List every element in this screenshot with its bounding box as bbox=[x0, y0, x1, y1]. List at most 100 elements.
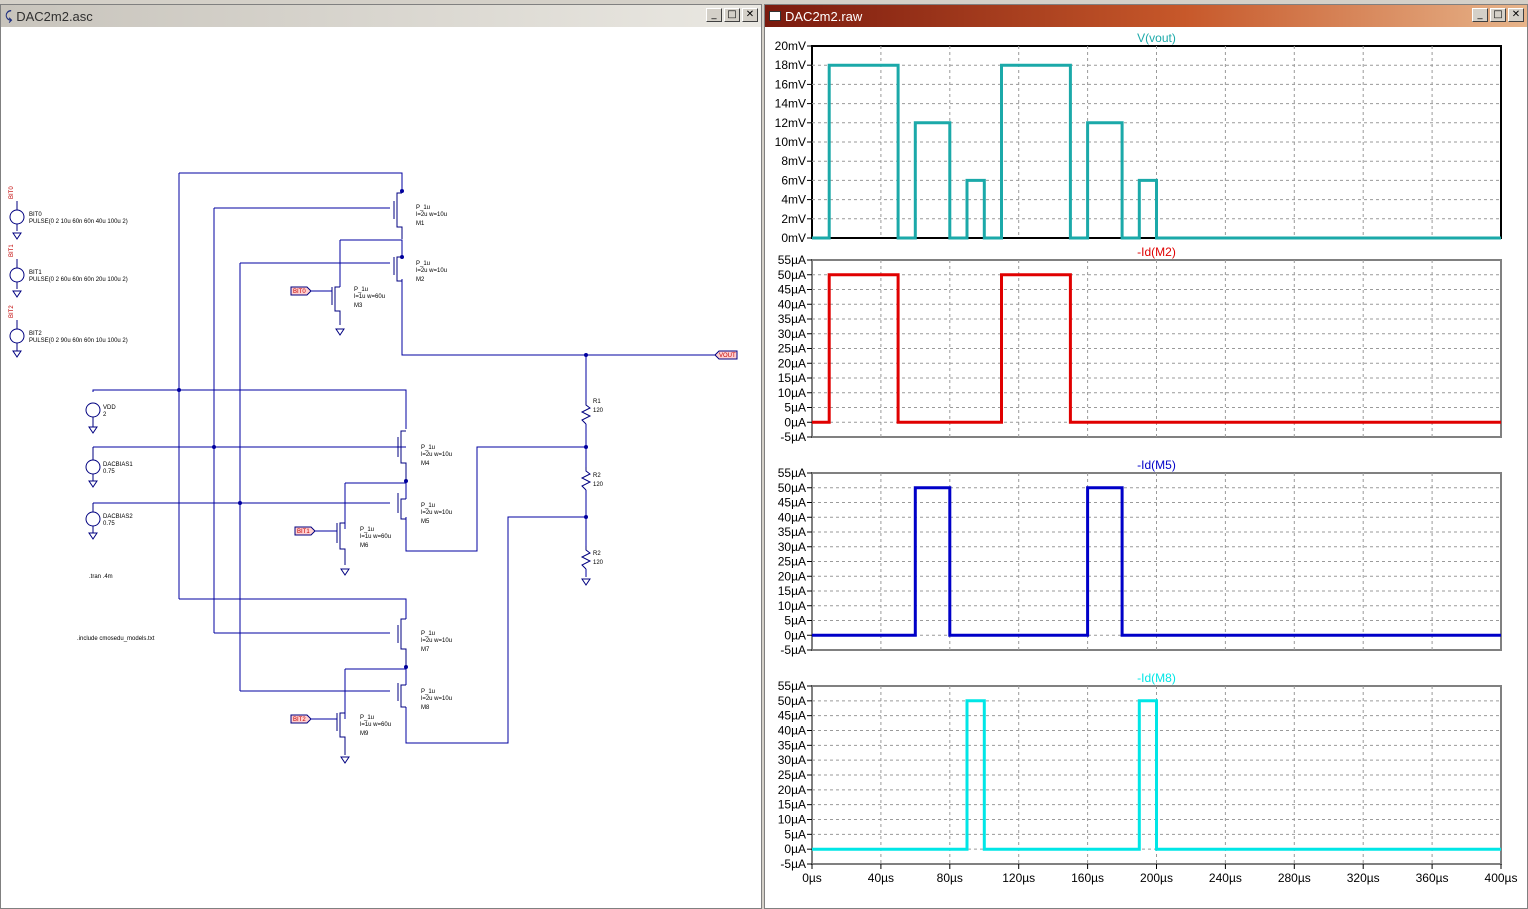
svg-text:R2: R2 bbox=[593, 551, 601, 557]
source-dacbias2[interactable]: DACBIAS2 0.75 bbox=[85, 503, 133, 533]
close-button[interactable]: ✕ bbox=[742, 8, 758, 22]
schematic-titlebar[interactable]: ⤹ DAC2m2.asc _ □ ✕ bbox=[1, 5, 761, 27]
y-tick-label: 2mV bbox=[781, 212, 806, 226]
svg-text:M5: M5 bbox=[421, 519, 430, 525]
waveform-app-icon bbox=[769, 11, 781, 21]
svg-text:l=2u w=10u: l=2u w=10u bbox=[416, 268, 447, 274]
svg-text:M9: M9 bbox=[360, 731, 369, 737]
y-tick-label: 40µA bbox=[778, 510, 806, 524]
svg-text:M8: M8 bbox=[421, 705, 430, 711]
y-tick-label: 50µA bbox=[778, 694, 806, 708]
plot-pane-4[interactable]: 55µA50µA45µA40µA35µA30µA25µA20µA15µA10µA… bbox=[778, 671, 1502, 871]
y-tick-label: 45µA bbox=[778, 496, 806, 510]
svg-text:120: 120 bbox=[593, 560, 604, 566]
y-tick-label: 25µA bbox=[778, 555, 806, 569]
y-tick-label: 50µA bbox=[778, 481, 806, 495]
svg-text:l=2u w=10u: l=2u w=10u bbox=[416, 212, 447, 218]
spice-directive-include[interactable]: .include cmosedu_models.txt bbox=[77, 636, 155, 642]
svg-text:M6: M6 bbox=[360, 543, 369, 549]
source-bit1[interactable]: BIT1 BIT1 PULSE(0 2 60u 60n 60n 20u 100u… bbox=[9, 244, 128, 289]
waveform-titlebar[interactable]: DAC2m2.raw _ □ ✕ bbox=[765, 5, 1527, 27]
net-label-bit1: BIT1 bbox=[9, 244, 15, 257]
y-tick-label: 30µA bbox=[778, 327, 806, 341]
gate-label-bit1[interactable]: BIT1 bbox=[294, 526, 337, 536]
y-tick-label: 5µA bbox=[784, 401, 806, 415]
y-tick-label: 10µA bbox=[778, 813, 806, 827]
ltspice-app-icon: ⤹ bbox=[5, 8, 13, 23]
svg-text:M7: M7 bbox=[421, 647, 430, 653]
y-tick-label: -5µA bbox=[780, 430, 806, 444]
svg-text:120: 120 bbox=[593, 482, 604, 488]
y-tick-label: 16mV bbox=[775, 77, 806, 91]
plot-title: V(vout) bbox=[1137, 31, 1176, 45]
waveform-title: DAC2m2.raw bbox=[785, 8, 863, 24]
trace-line bbox=[812, 486, 1501, 637]
wire-junctions bbox=[177, 189, 588, 669]
y-tick-label: 35µA bbox=[778, 738, 806, 752]
y-tick-label: 20µA bbox=[778, 783, 806, 797]
plot-title: -Id(M8) bbox=[1137, 671, 1176, 685]
svg-text:P_1u: P_1u bbox=[416, 205, 430, 211]
schematic-window[interactable]: ⤹ DAC2m2.asc _ □ ✕ bbox=[0, 4, 762, 909]
svg-text:l=2u w=10u: l=2u w=10u bbox=[421, 638, 452, 644]
svg-text:M3: M3 bbox=[354, 303, 363, 309]
svg-text:BIT2: BIT2 bbox=[293, 717, 306, 723]
y-tick-label: 30µA bbox=[778, 753, 806, 767]
y-tick-label: 0µA bbox=[784, 415, 806, 429]
gate-label-bit0[interactable]: BIT0 bbox=[290, 286, 332, 296]
resistor-symbols bbox=[580, 401, 592, 570]
x-tick-label: 320µs bbox=[1347, 871, 1380, 885]
maximize-button[interactable]: □ bbox=[1490, 8, 1506, 22]
close-button[interactable]: ✕ bbox=[1508, 8, 1524, 22]
source-dacbias1[interactable]: DACBIAS1 0.75 bbox=[85, 447, 133, 481]
y-tick-label: 35µA bbox=[778, 312, 806, 326]
spice-directive-tran[interactable]: .tran .4m bbox=[89, 574, 113, 580]
svg-text:R2: R2 bbox=[593, 473, 601, 479]
svg-text:120: 120 bbox=[593, 408, 604, 414]
y-tick-label: -5µA bbox=[780, 643, 806, 657]
source-name: VDD bbox=[103, 405, 116, 411]
svg-text:P_1u: P_1u bbox=[354, 287, 368, 293]
y-tick-label: 14mV bbox=[775, 97, 806, 111]
source-bit2[interactable]: BIT2 BIT2 PULSE(0 2 90u 60n 60n 10u 100u… bbox=[9, 305, 128, 351]
gate-label-bit2[interactable]: BIT2 bbox=[290, 714, 337, 724]
y-tick-label: 55µA bbox=[778, 679, 806, 693]
x-tick-label: 240µs bbox=[1209, 871, 1242, 885]
minimize-button[interactable]: _ bbox=[1472, 8, 1488, 22]
net-label-vout[interactable]: VOUT bbox=[714, 350, 738, 360]
y-tick-label: 55µA bbox=[778, 253, 806, 267]
y-tick-label: 40µA bbox=[778, 297, 806, 311]
maximize-button[interactable]: □ bbox=[724, 8, 740, 22]
plot-pane-3[interactable]: 55µA50µA45µA40µA35µA30µA25µA20µA15µA10µA… bbox=[778, 458, 1502, 657]
svg-text:l=1u w=60u: l=1u w=60u bbox=[354, 294, 385, 300]
mosfet-symbols bbox=[12, 192, 591, 764]
plot-title: -Id(M2) bbox=[1137, 245, 1176, 259]
schematic-canvas[interactable]: BIT0 BIT0 PULSE(0 2 10u 60n 60n 40u 100u… bbox=[3, 29, 759, 906]
y-tick-label: 15µA bbox=[778, 798, 806, 812]
svg-text:BIT1: BIT1 bbox=[297, 529, 310, 535]
y-tick-label: 5µA bbox=[784, 827, 806, 841]
y-tick-label: 18mV bbox=[775, 58, 806, 72]
svg-text:l=1u w=60u: l=1u w=60u bbox=[360, 722, 391, 728]
transistor-labels: P_1u l=2u w=10u M1 P_1u l=2u w=10u M2 P_… bbox=[354, 205, 452, 737]
svg-text:P_1u: P_1u bbox=[416, 261, 430, 267]
plot-pane-2[interactable]: 55µA50µA45µA40µA35µA30µA25µA20µA15µA10µA… bbox=[778, 245, 1502, 444]
svg-text:M1: M1 bbox=[416, 221, 425, 227]
source-value: PULSE(0 2 60u 60n 60n 20u 100u 2) bbox=[29, 277, 128, 283]
source-value: PULSE(0 2 90u 60n 60n 10u 100u 2) bbox=[29, 338, 128, 344]
svg-text:P_1u: P_1u bbox=[421, 689, 435, 695]
minimize-button[interactable]: _ bbox=[706, 8, 722, 22]
source-vdd[interactable]: VDD 2 bbox=[85, 402, 116, 427]
plot-pane-1[interactable]: 20mV18mV16mV14mV12mV10mV8mV6mV4mV2mV0mVV… bbox=[775, 31, 1502, 245]
source-bit0[interactable]: BIT0 BIT0 PULSE(0 2 10u 60n 60n 40u 100u… bbox=[9, 186, 128, 231]
y-tick-label: 45µA bbox=[778, 283, 806, 297]
trace-line bbox=[812, 273, 1501, 424]
y-tick-label: 0µA bbox=[784, 842, 806, 856]
svg-text:P_1u: P_1u bbox=[421, 445, 435, 451]
svg-text:l=1u w=60u: l=1u w=60u bbox=[360, 534, 391, 540]
svg-text:P_1u: P_1u bbox=[421, 631, 435, 637]
y-tick-label: 10µA bbox=[778, 386, 806, 400]
x-tick-label: 360µs bbox=[1416, 871, 1449, 885]
